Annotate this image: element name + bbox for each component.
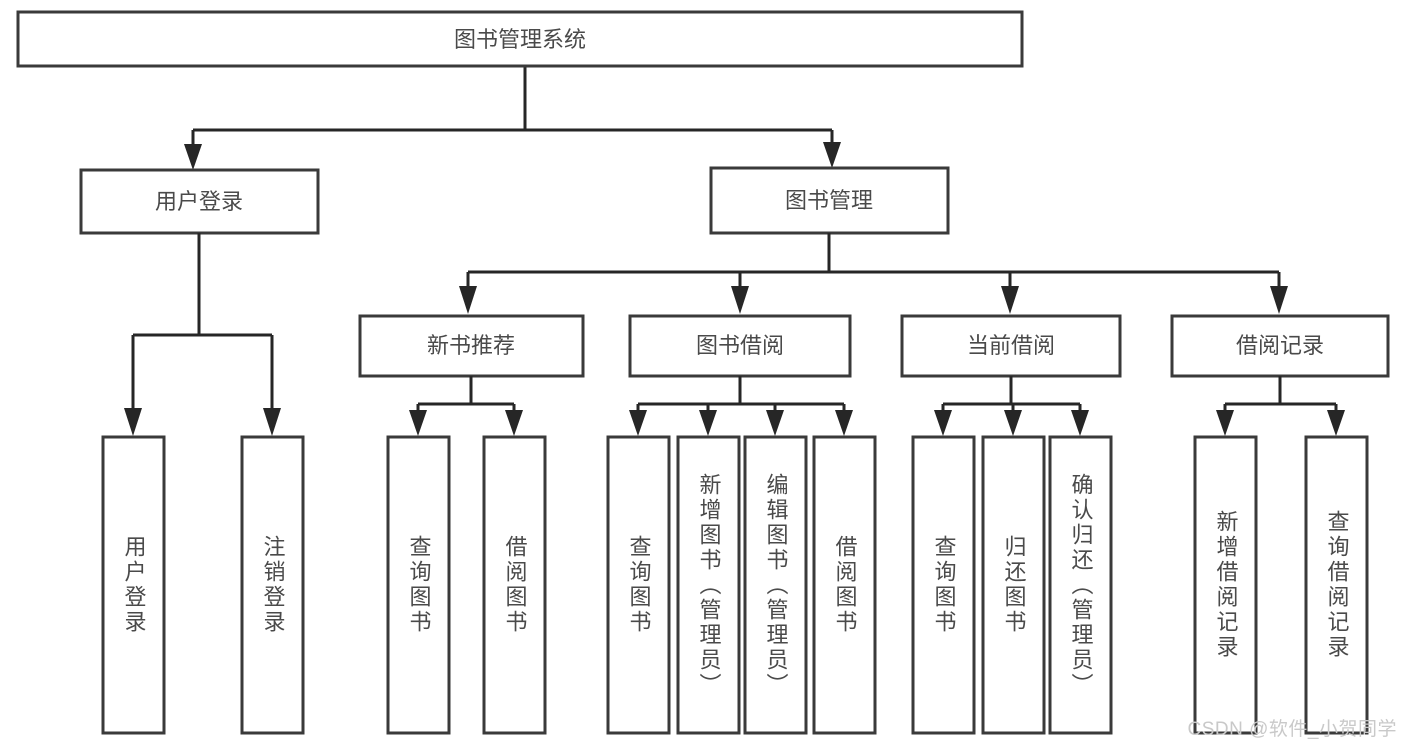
arrow-head-icon: [1004, 410, 1022, 436]
arrow-head-icon: [934, 410, 952, 436]
arrow-head-icon: [263, 408, 281, 436]
leaf-box-logout[interactable]: [240, 435, 305, 735]
arrow-head-icon: [1327, 410, 1345, 436]
node-current-borrow[interactable]: [900, 314, 1122, 378]
leaf-box-borrow-book-2[interactable]: [812, 435, 877, 735]
connector-currentborrow-to-leaves: [934, 376, 1089, 436]
connector-bookmgmt-to-level2: [459, 233, 1288, 314]
arrow-head-icon: [835, 410, 853, 436]
leaf-box-return-book[interactable]: [981, 435, 1046, 735]
node-current-borrow-label: 当前借阅: [967, 333, 1055, 358]
node-root-system[interactable]: [16, 10, 1024, 68]
arrow-head-icon: [629, 410, 647, 436]
arrow-head-icon: [699, 410, 717, 436]
connector-newbook-to-leaves: [409, 376, 523, 436]
arrow-head-icon: [1001, 286, 1019, 314]
leaf-box-edit-book-admin[interactable]: [743, 435, 808, 735]
leaf-box-add-record[interactable]: [1193, 435, 1258, 735]
arrow-head-icon: [505, 410, 523, 436]
arrow-head-icon: [1216, 410, 1234, 436]
leaf-box-query-book-1[interactable]: [386, 435, 451, 735]
arrow-head-icon: [1071, 410, 1089, 436]
arrow-head-icon: [766, 410, 784, 436]
connector-userlogin-to-leaves: [124, 233, 281, 436]
arrow-head-icon: [409, 410, 427, 436]
node-new-book-recommend[interactable]: [358, 314, 585, 378]
leaf-box-add-book-admin[interactable]: [676, 435, 741, 735]
leaf-box-query-book-2[interactable]: [606, 435, 671, 735]
leaf-box-query-record[interactable]: [1304, 435, 1369, 735]
connector-root-to-level1: [184, 66, 841, 170]
arrow-head-icon: [823, 142, 841, 168]
watermark-text: CSDN @软件_小贺同学: [1187, 719, 1397, 740]
leaf-box-user-login[interactable]: [101, 435, 166, 735]
arrow-head-icon: [184, 144, 202, 170]
node-book-management[interactable]: [709, 166, 950, 235]
arrow-head-icon: [1270, 286, 1288, 314]
node-book-borrow-label: 图书借阅: [696, 333, 784, 358]
node-new-book-recommend-label: 新书推荐: [427, 333, 515, 358]
node-book-management-label: 图书管理: [785, 188, 873, 213]
node-borrow-record-label: 借阅记录: [1236, 333, 1324, 358]
node-user-login[interactable]: [79, 168, 320, 235]
arrow-head-icon: [731, 286, 749, 314]
node-user-login-label: 用户登录: [155, 189, 243, 214]
leaf-box-query-book-3[interactable]: [911, 435, 976, 735]
arrow-head-icon: [459, 286, 477, 314]
leaf-box-borrow-book-1[interactable]: [482, 435, 547, 735]
connector-borrowrecord-to-leaves: [1216, 376, 1345, 436]
connector-bookborrow-to-leaves: [629, 376, 853, 436]
node-root-system-label: 图书管理系统: [454, 27, 586, 52]
arrow-head-icon: [124, 408, 142, 436]
leaf-box-confirm-return[interactable]: [1048, 435, 1113, 735]
